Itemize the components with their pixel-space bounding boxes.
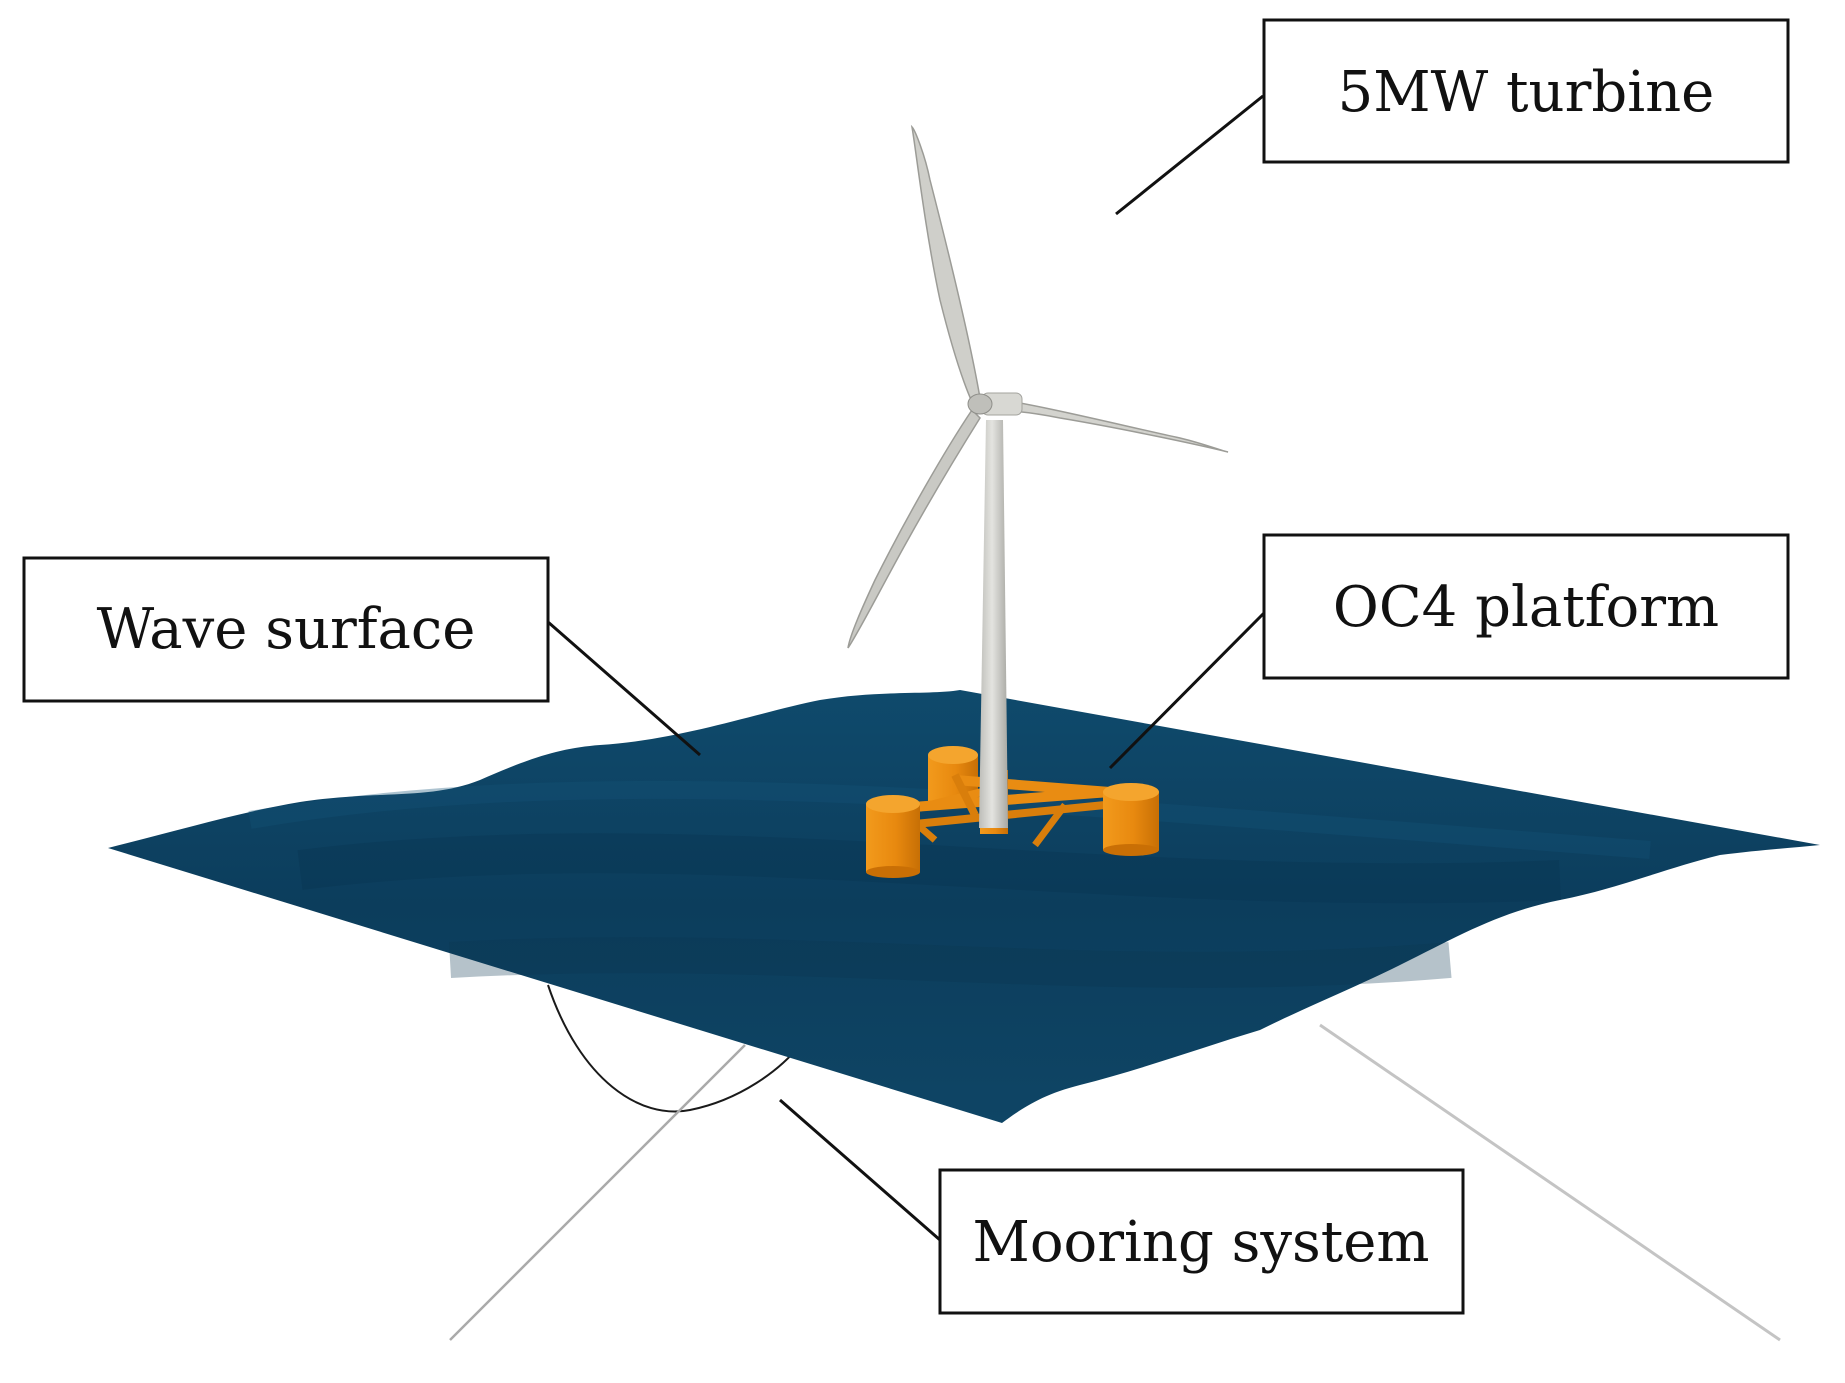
leader-mooring: [779, 1098, 941, 1242]
turbine-blade: [847, 408, 981, 649]
wave-surface-icon: [108, 690, 1820, 1123]
label-box: [22, 556, 550, 703]
platform-brace: [951, 773, 979, 817]
platform-column-right: [1103, 792, 1159, 850]
mooring-system: [449, 984, 1781, 1342]
label-box: [938, 1168, 1465, 1315]
platform-column-rear-top: [928, 746, 978, 764]
platform-brace: [1032, 802, 1068, 848]
platform-column-left: [866, 804, 920, 872]
wave-band: [248, 780, 1651, 859]
platform-column-right-bottom: [1103, 844, 1159, 856]
label-platform-text: OC4 platform: [1333, 575, 1719, 640]
mooring-line-left-taut: [449, 1044, 746, 1341]
label-turbine-text: 5MW turbine: [1338, 60, 1715, 125]
label-wave: Wave surface: [22, 556, 550, 703]
wave-band: [448, 937, 1452, 988]
mooring-line-left-slack: [547, 984, 801, 1113]
platform-column-left-top: [866, 795, 920, 813]
turbine-blade: [987, 397, 1229, 453]
label-mooring: Mooring system: [938, 1168, 1465, 1315]
leader-lines: [547, 94, 1267, 1242]
label-wave-text: Wave surface: [97, 597, 476, 662]
label-mooring-text: Mooring system: [972, 1210, 1429, 1275]
wind-turbine-icon: [847, 124, 1229, 828]
label-box: [1262, 18, 1790, 164]
leader-platform: [1108, 610, 1267, 770]
turbine-hub: [967, 393, 993, 415]
turbine-blade: [910, 124, 981, 404]
semi-submersible-platform-icon: [866, 746, 1159, 878]
turbine-tower: [979, 420, 1008, 828]
label-box: [1262, 533, 1790, 680]
platform-column-right-top: [1103, 783, 1159, 801]
label-platform: OC4 platform: [1262, 533, 1790, 680]
label-turbine: 5MW turbine: [1262, 18, 1790, 164]
leader-wave: [547, 620, 701, 757]
mooring-line-right: [1319, 1023, 1781, 1342]
platform-column-left-bottom: [866, 866, 920, 878]
leader-turbine: [1115, 94, 1264, 216]
